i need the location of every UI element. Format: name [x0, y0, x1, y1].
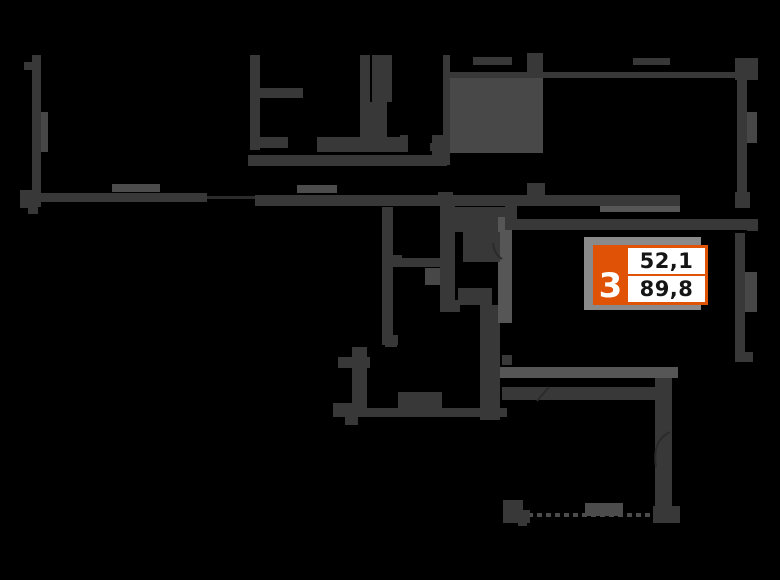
area-value-bottom: 89,8 [639, 276, 694, 301]
stair-wall [372, 55, 392, 102]
wall-segment [382, 207, 393, 342]
wall-segment [250, 55, 260, 150]
wall-segment [502, 387, 655, 400]
dimension-text-smudge [112, 184, 160, 192]
duct-fill [463, 232, 500, 262]
wall-tick [518, 521, 527, 526]
wall-corner [432, 135, 448, 157]
window-marking [37, 112, 48, 152]
room-count: 3 [598, 266, 623, 306]
wall-segment [448, 207, 513, 217]
exterior-wall-right-upper [737, 65, 747, 192]
wall-segment [655, 377, 672, 520]
wall-segment [443, 55, 450, 165]
area-value-top: 52,1 [639, 248, 694, 273]
wall-tick [735, 192, 750, 208]
corridor-wall-bottom [510, 219, 755, 230]
wall-block [333, 403, 360, 417]
wall-segment [480, 305, 500, 420]
exterior-wall-left [32, 55, 41, 207]
dimension-text-smudge [633, 58, 670, 65]
stair-wall [360, 55, 370, 143]
window-marking [745, 272, 757, 312]
duct-wall [498, 207, 512, 323]
wall-block [503, 510, 530, 523]
wall-tick [735, 352, 753, 362]
apartment-badge[interactable]: 3 52,1 89,8 [593, 245, 708, 305]
elevator-shaft [448, 78, 543, 153]
wall-block [458, 288, 492, 305]
corridor-wall-main [255, 195, 680, 206]
dimension-text-smudge [473, 57, 512, 65]
wall-segment [250, 137, 288, 148]
wall-stub [345, 415, 358, 425]
exterior-wall-top [448, 72, 758, 78]
wall-segment [360, 408, 507, 417]
dimension-text-smudge [600, 203, 680, 212]
wall-stub [393, 255, 402, 265]
wall-tick [24, 62, 33, 70]
wall-block [503, 500, 523, 512]
duct-wall [440, 195, 455, 307]
dimension-text-smudge [297, 185, 337, 193]
wall-stub [502, 355, 512, 365]
wall-segment [393, 258, 440, 267]
wall-tick [527, 53, 543, 77]
dimension-text-smudge [585, 503, 623, 516]
wall-tick [400, 135, 408, 152]
badge-area-box: 52,1 89,8 [628, 248, 705, 302]
wall-stub [527, 183, 545, 196]
corridor-wall-west [20, 193, 207, 202]
wall-segment [258, 88, 303, 98]
badge-divider [628, 274, 705, 276]
wall-stub [28, 208, 38, 214]
wall-block [425, 268, 440, 285]
dimension-line [205, 196, 255, 199]
wall-segment [248, 155, 447, 166]
partition-bar [498, 367, 678, 378]
wall-segment [352, 347, 367, 412]
exterior-wall-right-lower [735, 233, 745, 355]
